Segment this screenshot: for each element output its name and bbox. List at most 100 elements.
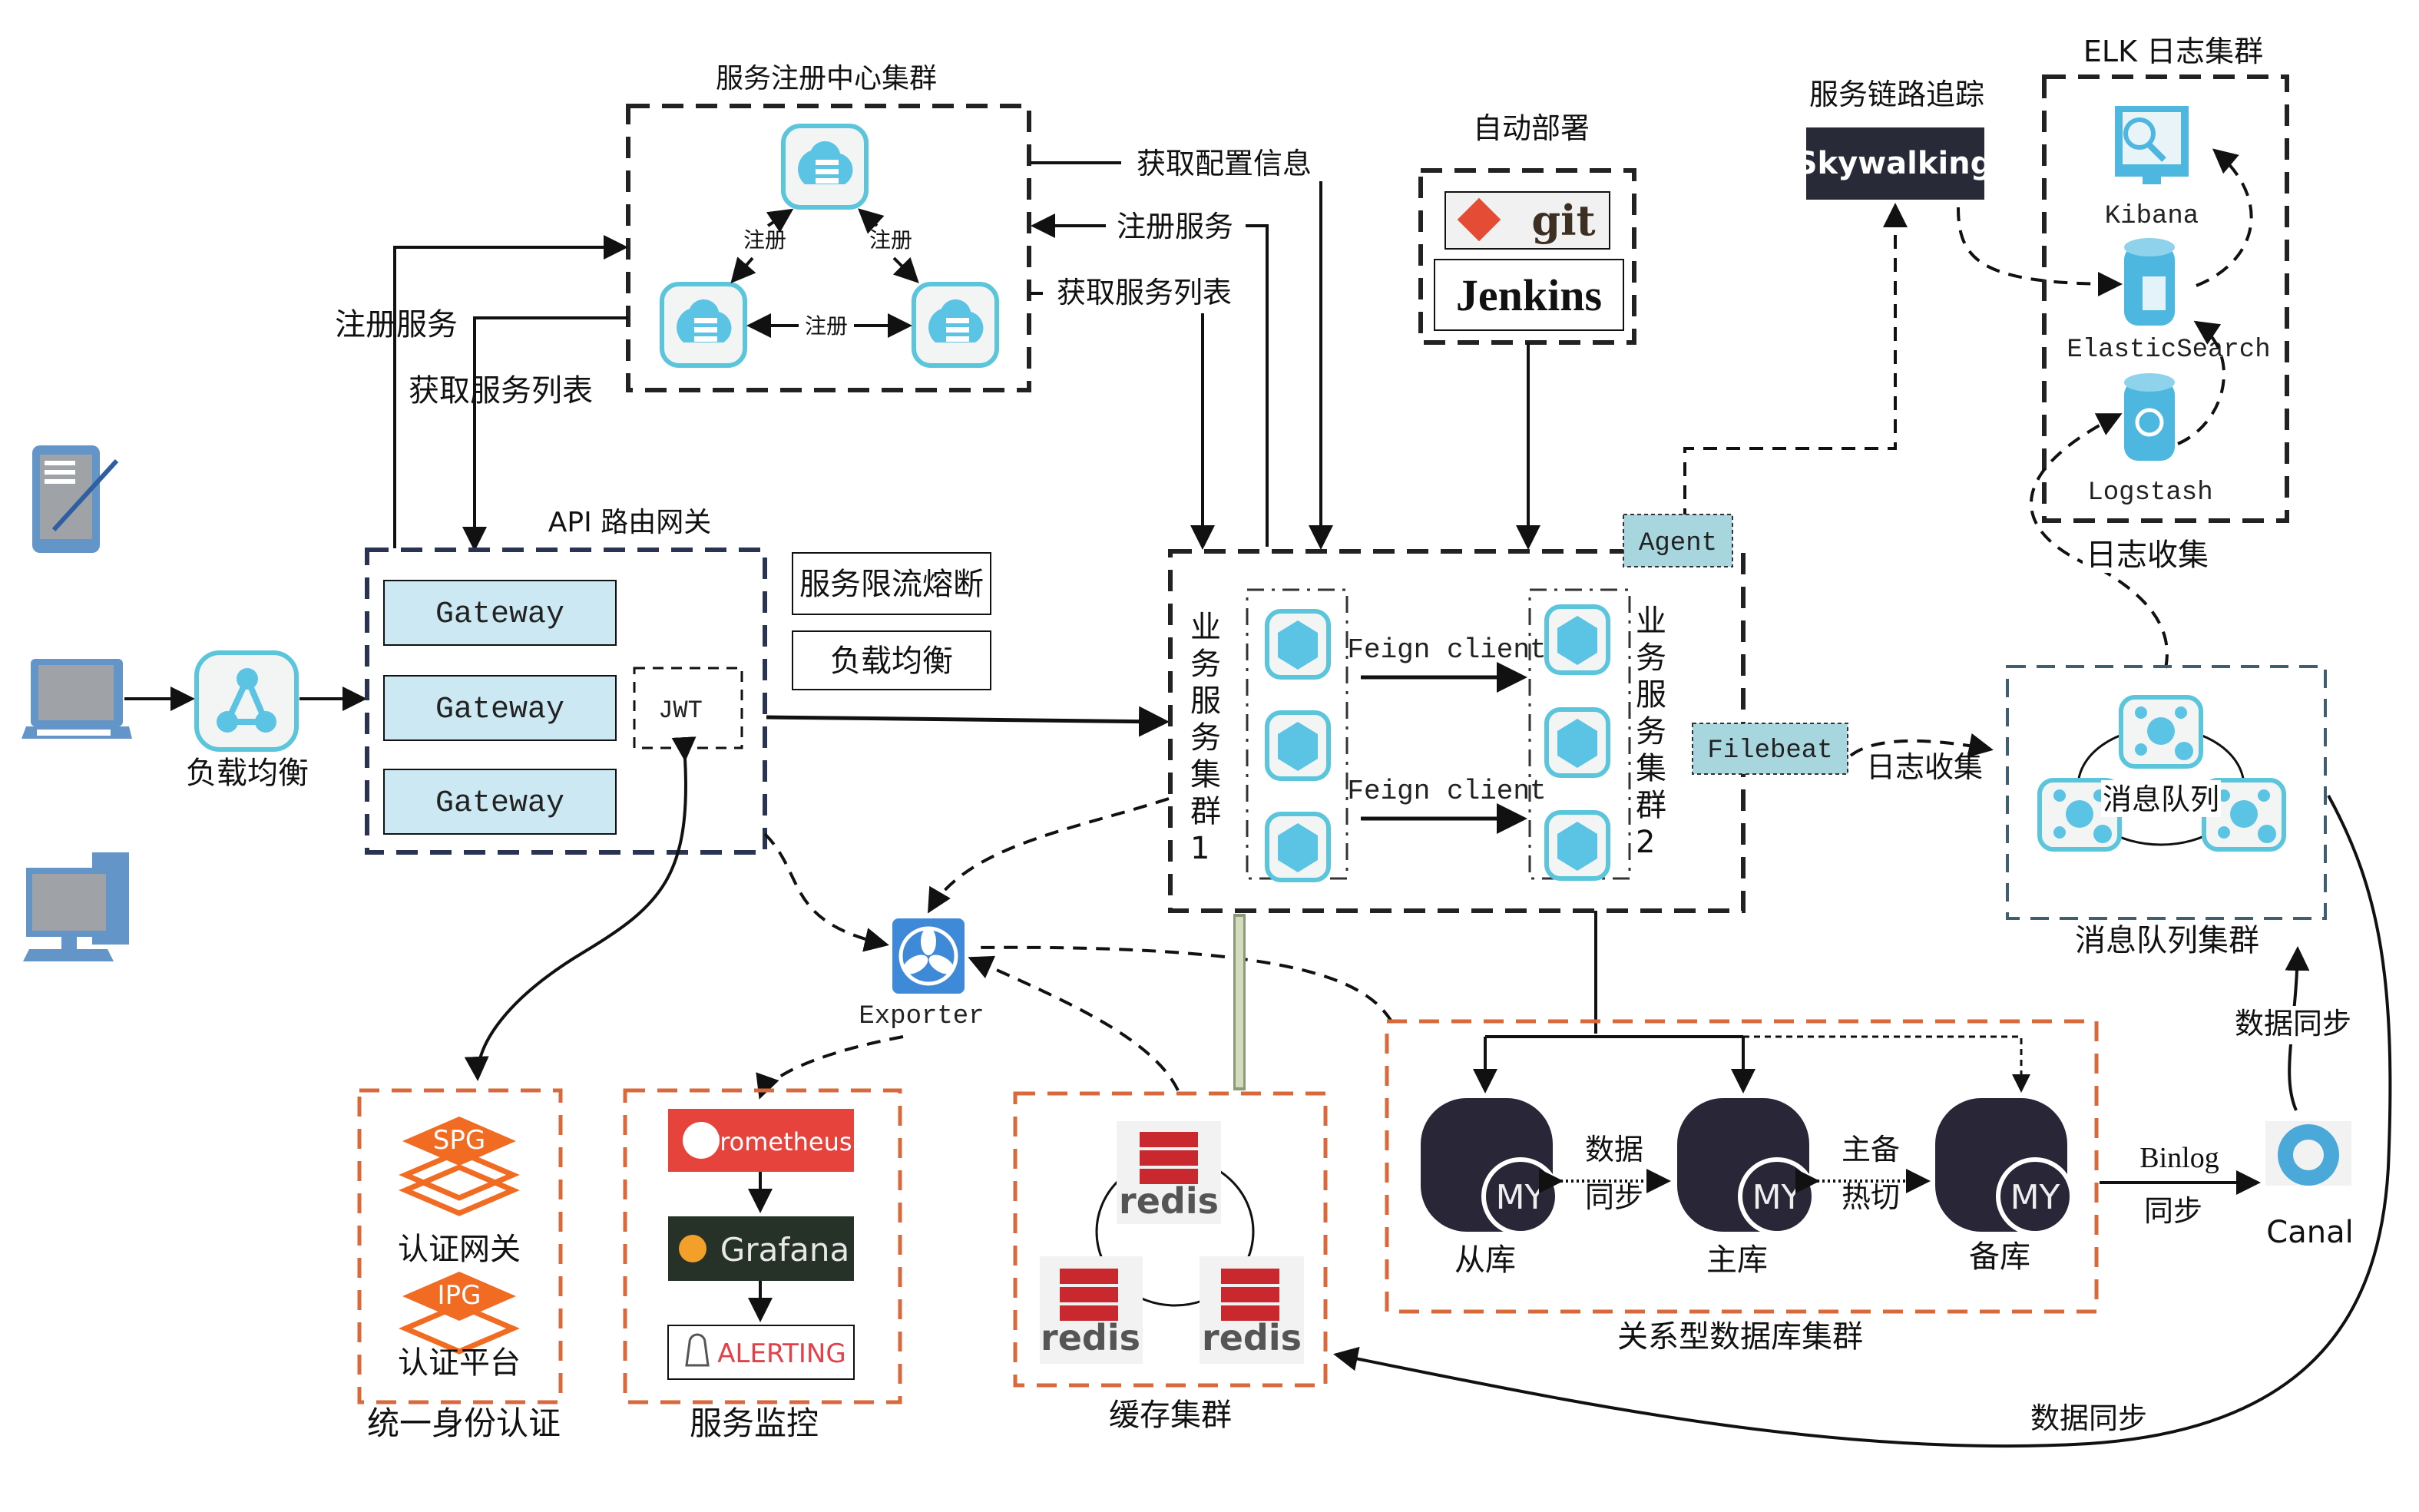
mq-cluster-box	[2006, 665, 2327, 920]
registry-edge-label: 注册	[805, 314, 848, 339]
ipg-icon: IPG	[399, 1272, 520, 1355]
spg-icon: SPG	[399, 1117, 520, 1216]
elasticsearch-label: ElasticSearch	[2067, 336, 2270, 365]
registry-cluster-box	[626, 104, 1031, 392]
mysql-badge: MY	[1496, 1178, 1546, 1217]
gateway-node-label: Gateway	[435, 786, 564, 821]
filebeat-to-mq-arrow	[1849, 733, 1994, 758]
db-backup-label: 备库	[1969, 1239, 2030, 1274]
registry-node-right[interactable]	[912, 282, 999, 368]
logstash-label: Logstash	[2087, 478, 2212, 508]
register-arrow-right-up	[858, 208, 885, 234]
registry-node-left[interactable]	[660, 282, 747, 368]
service-node[interactable]	[1265, 812, 1331, 882]
feign-client-label: Feign client	[1347, 634, 1546, 666]
skywalking-label: Skywalking	[1795, 146, 1993, 181]
tracing-title: 服务链路追踪	[1809, 78, 1984, 111]
db-backup[interactable]: MY	[1935, 1098, 2074, 1236]
exporter-icon[interactable]	[892, 918, 965, 994]
monitor-title: 服务监控	[690, 1404, 819, 1442]
git-label: git	[1531, 196, 1595, 245]
agent-to-skywalking-arrow	[1683, 203, 1908, 522]
kibana-icon[interactable]	[2115, 106, 2189, 184]
db-master[interactable]: MY	[1677, 1098, 1816, 1236]
register-arrow-left-up	[766, 208, 794, 233]
alerting-label: ALERTING	[717, 1338, 845, 1369]
logstash-icon[interactable]	[2124, 373, 2175, 461]
db-cluster-box	[1385, 1019, 2099, 1314]
jwt-box[interactable]: JWT	[633, 667, 743, 749]
filebeat-log-collect-label: 日志收集	[1866, 752, 1983, 784]
get-service-list-label: 获取服务列表	[409, 373, 593, 408]
service-node[interactable]	[1265, 609, 1331, 680]
cache-to-exporter-arrow	[968, 955, 1180, 1091]
mysql-badge: MY	[2010, 1178, 2060, 1217]
jwt-auth-arrow	[464, 736, 697, 1081]
mq-to-cache-sync-arrow	[1333, 795, 2392, 1448]
gateway-node[interactable]: Gateway	[383, 675, 617, 741]
gateway-to-business-arrow	[766, 706, 1170, 737]
git-logo: git	[1444, 191, 1610, 250]
service-node[interactable]	[1544, 810, 1610, 881]
mq-node[interactable]	[2119, 695, 2203, 769]
grafana-label: Grafana	[720, 1231, 849, 1269]
register-service-label-right: 注册服务	[1117, 211, 1233, 243]
register-arrow-left-down	[730, 256, 756, 284]
prometheus-logo: Prometheus	[668, 1109, 854, 1172]
register-arrow-right-down	[892, 256, 919, 283]
mq-to-logstash-arrow	[2030, 413, 2169, 669]
desktop-icon	[23, 852, 129, 961]
agent-badge[interactable]: Agent	[1623, 514, 1733, 567]
jwt-label: JWT	[658, 696, 703, 725]
mq-data-sync-label: 数据同步	[2235, 1008, 2351, 1041]
redis-node[interactable]: redis	[1040, 1256, 1143, 1364]
feign-client-label: Feign client	[1347, 776, 1546, 807]
gateway-title: API 路由网关	[548, 507, 711, 538]
canal-icon[interactable]	[2265, 1121, 2351, 1186]
db-slave[interactable]: MY	[1421, 1098, 1560, 1236]
elk-log-collect-label: 日志收集	[2086, 538, 2209, 572]
gateway-node[interactable]: Gateway	[383, 769, 617, 835]
binlog-sync-label: 同步	[2144, 1196, 2202, 1228]
redis-node[interactable]: redis	[1117, 1121, 1221, 1224]
auth-box	[357, 1088, 563, 1404]
spg-text: SPG	[433, 1125, 485, 1156]
filebeat-badge[interactable]: Filebeat	[1692, 723, 1848, 775]
es-to-kibana-arrow	[2196, 148, 2253, 287]
gateway-node[interactable]: Gateway	[383, 580, 617, 646]
load-balance-feature-label: 负载均衡	[830, 644, 953, 678]
mysql-badge: MY	[1752, 1178, 1802, 1217]
redis-label: redis	[1041, 1317, 1140, 1358]
spg-label: 认证网关	[398, 1232, 521, 1266]
db-title: 关系型数据库集群	[1617, 1319, 1863, 1355]
prometheus-label: Prometheus	[705, 1127, 852, 1156]
deploy-title: 自动部署	[1473, 111, 1590, 145]
db-slave-label: 从库	[1454, 1242, 1516, 1277]
service-node[interactable]	[1544, 604, 1610, 675]
skywalking-to-es-arrow	[1957, 207, 2123, 296]
gateway-node-label: Gateway	[435, 597, 564, 632]
redis-node[interactable]: redis	[1200, 1256, 1304, 1364]
cache-data-sync-label: 数据同步	[2030, 1403, 2147, 1435]
elk-title: ELK 日志集群	[2083, 35, 2263, 68]
binlog-label: Binlog	[2139, 1142, 2219, 1174]
load-balancer-node[interactable]	[194, 650, 299, 752]
service-node[interactable]	[1544, 707, 1610, 778]
service-node[interactable]	[1265, 710, 1331, 781]
elasticsearch-icon[interactable]	[2124, 238, 2175, 326]
exporter-label: Exporter	[859, 1002, 984, 1031]
db-to-exporter-arrow	[975, 945, 1393, 1023]
bell-icon	[685, 1333, 710, 1367]
exporter-to-prometheus-arrow	[756, 1035, 904, 1100]
register-service-label: 注册服务	[335, 307, 458, 342]
gateway-register-flow	[393, 235, 628, 548]
auth-title: 统一身份认证	[367, 1404, 561, 1442]
load-balance-feature: 负载均衡	[792, 630, 991, 690]
get-config-label: 获取配置信息	[1137, 148, 1312, 180]
load-balancer-label: 负载均衡	[186, 756, 309, 791]
cache-box	[1013, 1091, 1328, 1388]
registry-node-top[interactable]	[781, 124, 869, 210]
alerting-box: ALERTING	[667, 1325, 855, 1380]
